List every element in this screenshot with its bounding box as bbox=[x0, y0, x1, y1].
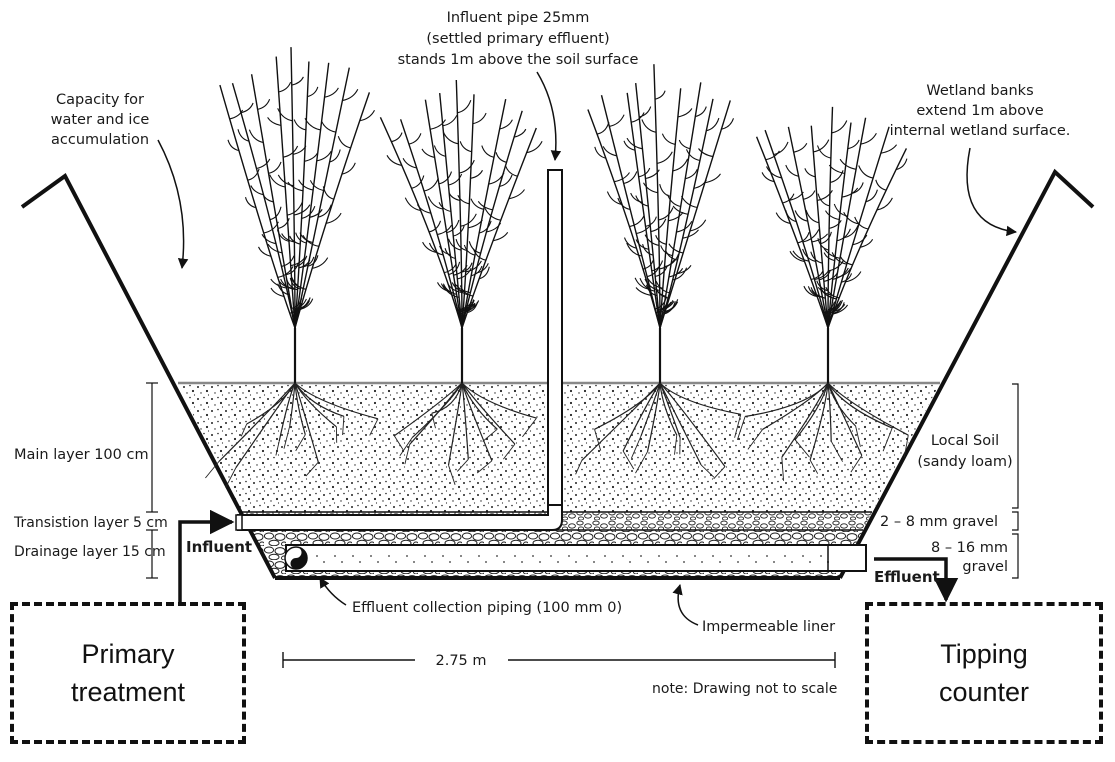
influent-pipe-arrow bbox=[536, 71, 562, 162]
transition-layer-label: Transistion layer 5 cm bbox=[13, 515, 168, 531]
svg-text:internal wetland surface.: internal wetland surface. bbox=[890, 123, 1071, 139]
left-dimension-brackets bbox=[146, 382, 158, 579]
tipping-counter-line2: counter bbox=[938, 677, 1030, 707]
wetland-banks-arrow bbox=[966, 147, 1018, 237]
svg-text:Wetland banks: Wetland banks bbox=[926, 83, 1033, 99]
plant-3 bbox=[587, 64, 735, 383]
influent-label: Influent bbox=[186, 538, 252, 556]
svg-text:water and ice: water and ice bbox=[51, 112, 150, 128]
wetland-bank-right bbox=[838, 168, 1095, 579]
roots bbox=[205, 382, 909, 488]
svg-text:Capacity for: Capacity for bbox=[56, 92, 144, 108]
svg-text:(sandy loam): (sandy loam) bbox=[917, 454, 1012, 470]
svg-text:gravel: gravel bbox=[962, 559, 1008, 575]
effluent-piping-label: Effluent collection piping (100 mm 0) bbox=[352, 600, 622, 616]
plant-2 bbox=[379, 79, 543, 383]
tipping-counter-line1: Tipping bbox=[940, 639, 1028, 669]
svg-text:Local Soil: Local Soil bbox=[931, 433, 999, 449]
svg-text:(settled primary effluent): (settled primary effluent) bbox=[426, 31, 609, 47]
local-soil-label: Local Soil (sandy loam) bbox=[917, 433, 1012, 470]
influent-pipe bbox=[235, 169, 563, 531]
capacity-arrow bbox=[157, 139, 189, 270]
drainage-layer-label: Drainage layer 15 cm bbox=[14, 544, 166, 560]
wetland-banks-label: Wetland banks extend 1m above internal w… bbox=[890, 83, 1071, 139]
width-label: 2.75 m bbox=[435, 653, 486, 669]
main-layer-label: Main layer 100 cm bbox=[14, 447, 149, 463]
primary-treatment-box: Primary treatment bbox=[10, 602, 246, 744]
influent-flow-line bbox=[178, 509, 235, 604]
piping-arrow bbox=[319, 577, 347, 606]
wetland-bank-left bbox=[20, 173, 277, 579]
gravel-fine-label: 2 – 8 mm gravel bbox=[880, 514, 998, 530]
primary-treatment-line1: Primary bbox=[81, 639, 175, 669]
effluent-label: Effluent bbox=[874, 568, 940, 586]
roots-2 bbox=[393, 382, 537, 485]
primary-treatment-line2: treatment bbox=[70, 677, 186, 707]
svg-text:extend 1m above: extend 1m above bbox=[916, 103, 1043, 119]
plant-1 bbox=[219, 47, 375, 383]
svg-text:stands 1m above the soil surfa: stands 1m above the soil surface bbox=[398, 52, 639, 68]
svg-text:accumulation: accumulation bbox=[51, 132, 149, 148]
roots-1 bbox=[205, 382, 379, 488]
plants bbox=[219, 47, 908, 383]
scale-note: note: Drawing not to scale bbox=[652, 681, 837, 697]
width-dimension bbox=[282, 652, 836, 668]
impermeable-liner-label: Impermeable liner bbox=[702, 619, 835, 635]
effluent-flow-line bbox=[874, 557, 959, 603]
tipping-counter-box: Tipping counter bbox=[865, 602, 1103, 744]
influent-pipe-label: Influent pipe 25mm (settled primary effl… bbox=[398, 10, 639, 68]
gravel-coarse-label: 8 – 16 mm gravel bbox=[931, 540, 1008, 575]
roots-4 bbox=[736, 382, 909, 481]
plant-4 bbox=[755, 106, 908, 383]
right-dimension-brackets bbox=[1012, 383, 1019, 579]
svg-text:Influent pipe 25mm: Influent pipe 25mm bbox=[447, 10, 590, 26]
liner-arrow bbox=[672, 583, 699, 626]
roots-3 bbox=[575, 382, 742, 480]
capacity-label: Capacity for water and ice accumulation bbox=[51, 92, 150, 148]
effluent-collection-pipe bbox=[284, 544, 867, 572]
svg-text:8 – 16 mm: 8 – 16 mm bbox=[931, 540, 1008, 556]
